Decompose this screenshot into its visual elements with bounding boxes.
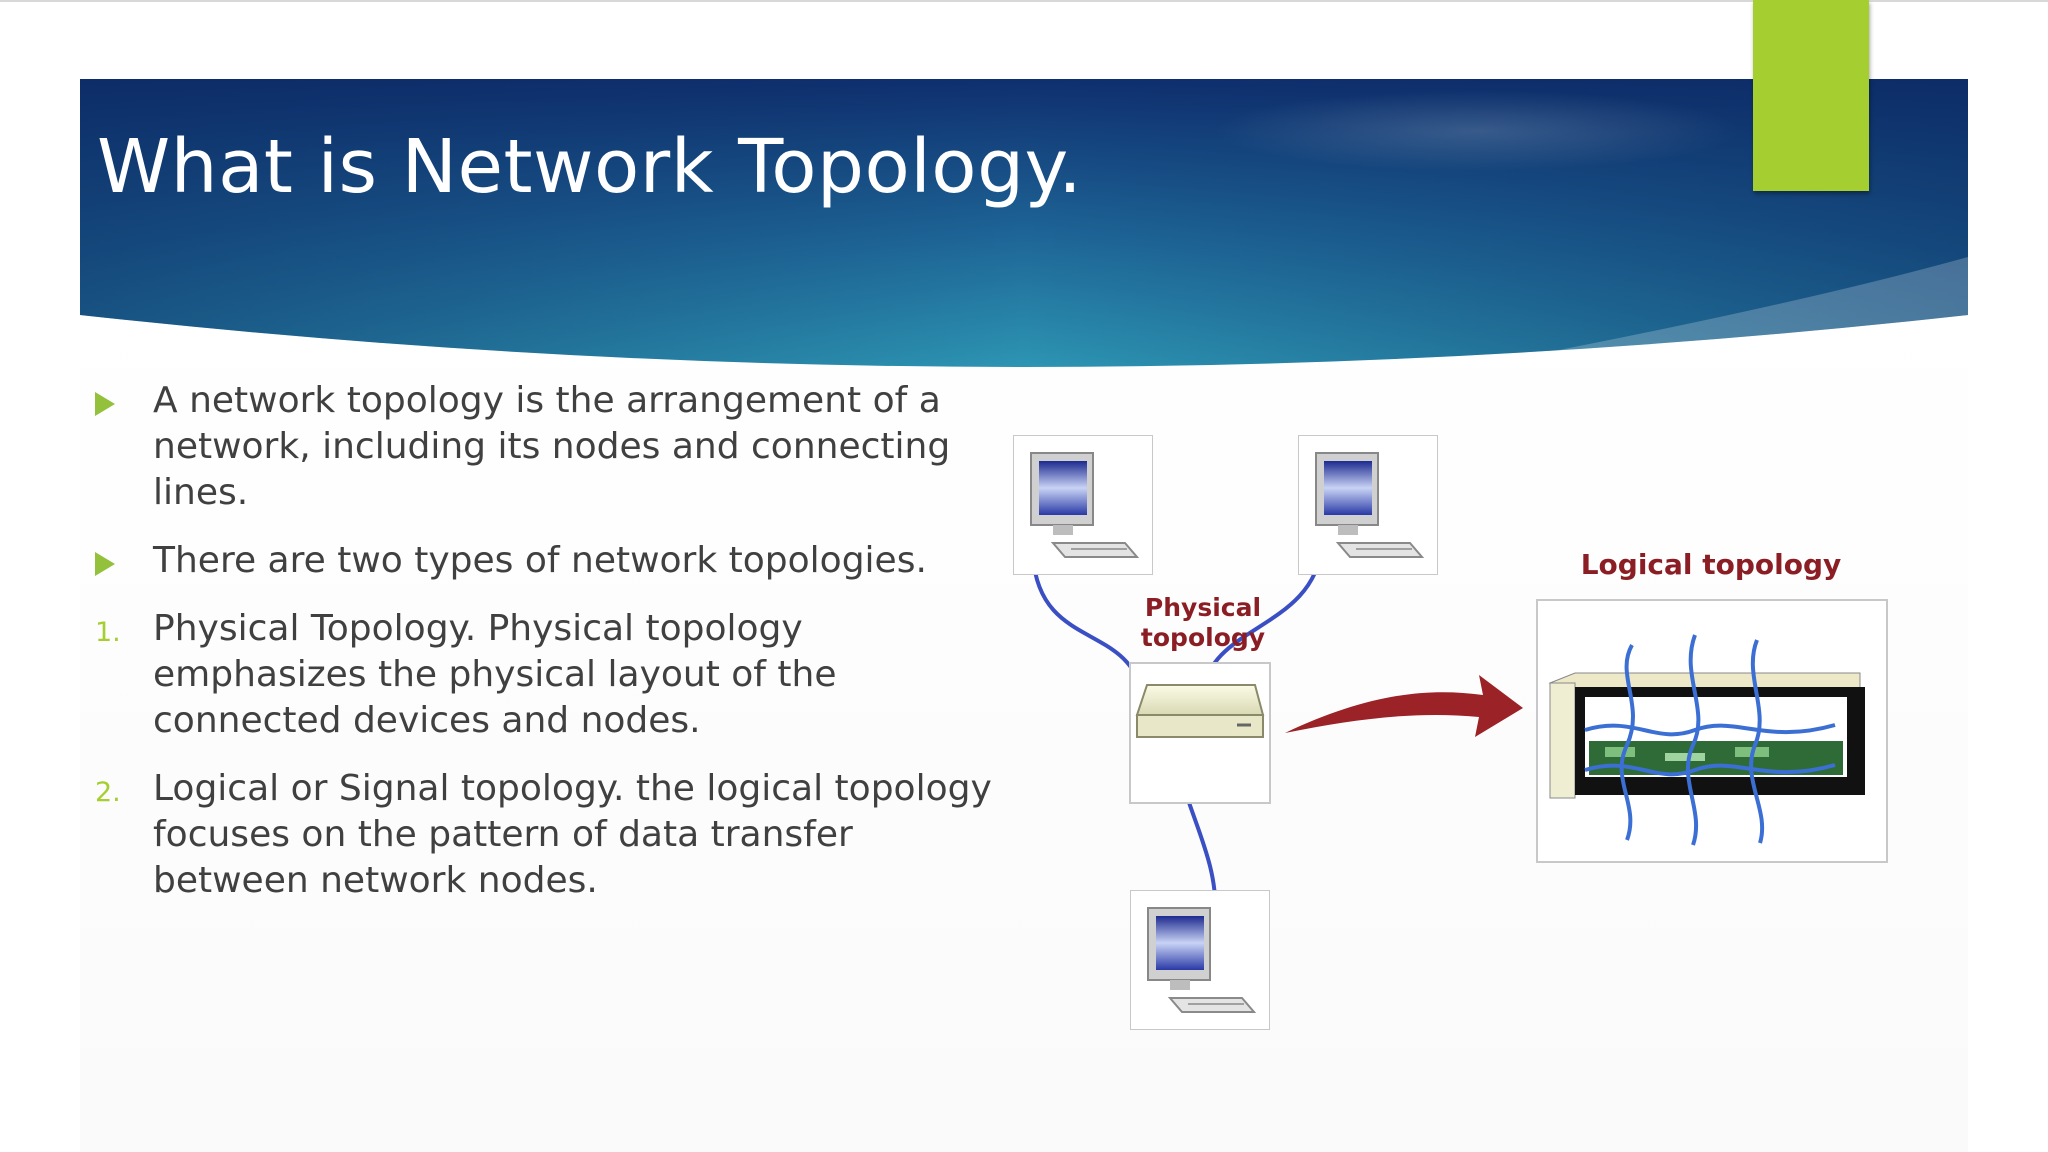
list-number: 2. <box>95 777 121 808</box>
list-item: There are two types of network topologie… <box>95 538 1010 584</box>
list-item-text: Logical or Signal topology. the logical … <box>153 768 992 901</box>
list-number: 1. <box>95 617 121 648</box>
computer-icon <box>1298 435 1438 575</box>
transform-arrow-icon <box>1285 675 1523 737</box>
triangle-bullet-icon <box>95 392 115 416</box>
computer-icon <box>1013 435 1153 575</box>
slide-title: What is Network Topology. <box>97 124 1083 210</box>
list-item: A network topology is the arrangement of… <box>95 378 1010 516</box>
accent-tab <box>1753 0 1869 191</box>
list-item-text: There are two types of network topologie… <box>153 540 927 581</box>
bullet-list: A network topology is the arrangement of… <box>95 378 1010 926</box>
list-item: 1. Physical Topology. Physical topology … <box>95 606 1010 744</box>
topology-diagram: Physical topology Logical topology <box>1013 435 1888 1030</box>
network-hub-icon <box>1129 662 1271 804</box>
logical-topology-label: Logical topology <box>1581 548 1842 581</box>
computer-icon <box>1130 890 1270 1030</box>
physical-topology-label: topology <box>1141 623 1265 652</box>
triangle-bullet-icon <box>95 552 115 576</box>
list-item: 2. Logical or Signal topology. the logic… <box>95 766 1010 904</box>
physical-topology-label: Physical <box>1145 593 1261 622</box>
list-item-text: Physical Topology. Physical topology emp… <box>153 608 837 741</box>
title-banner <box>80 79 1968 369</box>
top-rule <box>0 0 2048 2</box>
logical-topology-icon <box>1536 599 1888 863</box>
list-item-text: A network topology is the arrangement of… <box>153 380 951 513</box>
